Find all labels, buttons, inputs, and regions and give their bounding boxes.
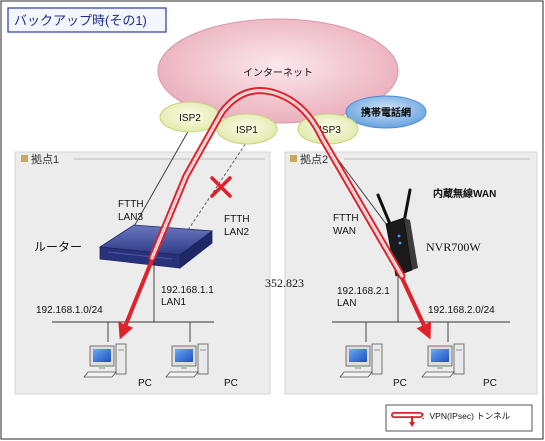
legend-tunnel-icon (391, 412, 423, 427)
site1-pc1-icon (83, 343, 127, 378)
site1-pc1-label: PC (138, 378, 152, 389)
legend-label: ：VPN(IPsec) トンネル (421, 411, 511, 421)
router-label: ルーター (34, 240, 82, 254)
site2-ftth-label: FTTH (333, 213, 359, 224)
site2-marker (290, 155, 297, 162)
isp3-label: ISP3 (319, 125, 341, 136)
site1-lan-ip: 192.168.1.1 (161, 285, 214, 296)
site2-pc1-icon (339, 343, 383, 378)
isp1-label: ISP1 (236, 125, 258, 136)
site2-network: 192.168.2.0/24 (428, 305, 495, 316)
internet-cloud (157, 18, 399, 124)
site1-label: 拠点1 (31, 153, 59, 166)
site1-lan3-label: LAN3 (118, 212, 143, 223)
isp2-label: ISP2 (179, 113, 201, 124)
mobile-network-cloud (345, 95, 427, 129)
stray-number: 352.823 (265, 276, 304, 290)
tunnel-arrow-site1 (118, 259, 154, 340)
site1-pc2-label: PC (224, 378, 238, 389)
internet-label: インターネット (243, 67, 313, 79)
site1-ftth2-label: FTTH (224, 214, 250, 225)
tunnel-arrow-site2 (400, 277, 432, 340)
site1-ftth-label: FTTH (118, 199, 144, 210)
site1-marker (21, 155, 28, 162)
vpn-tunnel (148, 87, 406, 280)
wireless-wan-label: 内蔵無線WAN (433, 187, 496, 200)
site2-label: 拠点2 (300, 153, 328, 166)
site1-pc2-icon (165, 343, 209, 378)
link-down-cross-icon (210, 176, 232, 198)
mobile-network-label: 携帯電話網 (361, 106, 411, 119)
site1-lan-name: LAN1 (161, 297, 186, 308)
site1-panel (14, 151, 271, 395)
site2-pc2-label: PC (483, 378, 497, 389)
site2-lan-name: LAN (337, 298, 356, 309)
page-title: バックアップ時(その1) (14, 13, 147, 28)
site1-network: 192.168.1.0/24 (36, 305, 103, 316)
ftth-lan2-line (185, 139, 249, 234)
site1-lan2-label: LAN2 (224, 227, 249, 238)
nvr700w-device-icon (376, 188, 418, 277)
site2-wan-label: WAN (333, 226, 356, 237)
device-model-label: NVR700W (426, 240, 481, 254)
ftth-lan3-line (127, 127, 191, 238)
site2-lan-ip: 192.168.2.1 (337, 286, 390, 297)
isp1-cloud (216, 113, 278, 145)
site2-pc2-icon (421, 343, 465, 378)
title-box (7, 7, 167, 33)
site2-pc1-label: PC (393, 378, 407, 389)
site2-panel (284, 151, 538, 395)
